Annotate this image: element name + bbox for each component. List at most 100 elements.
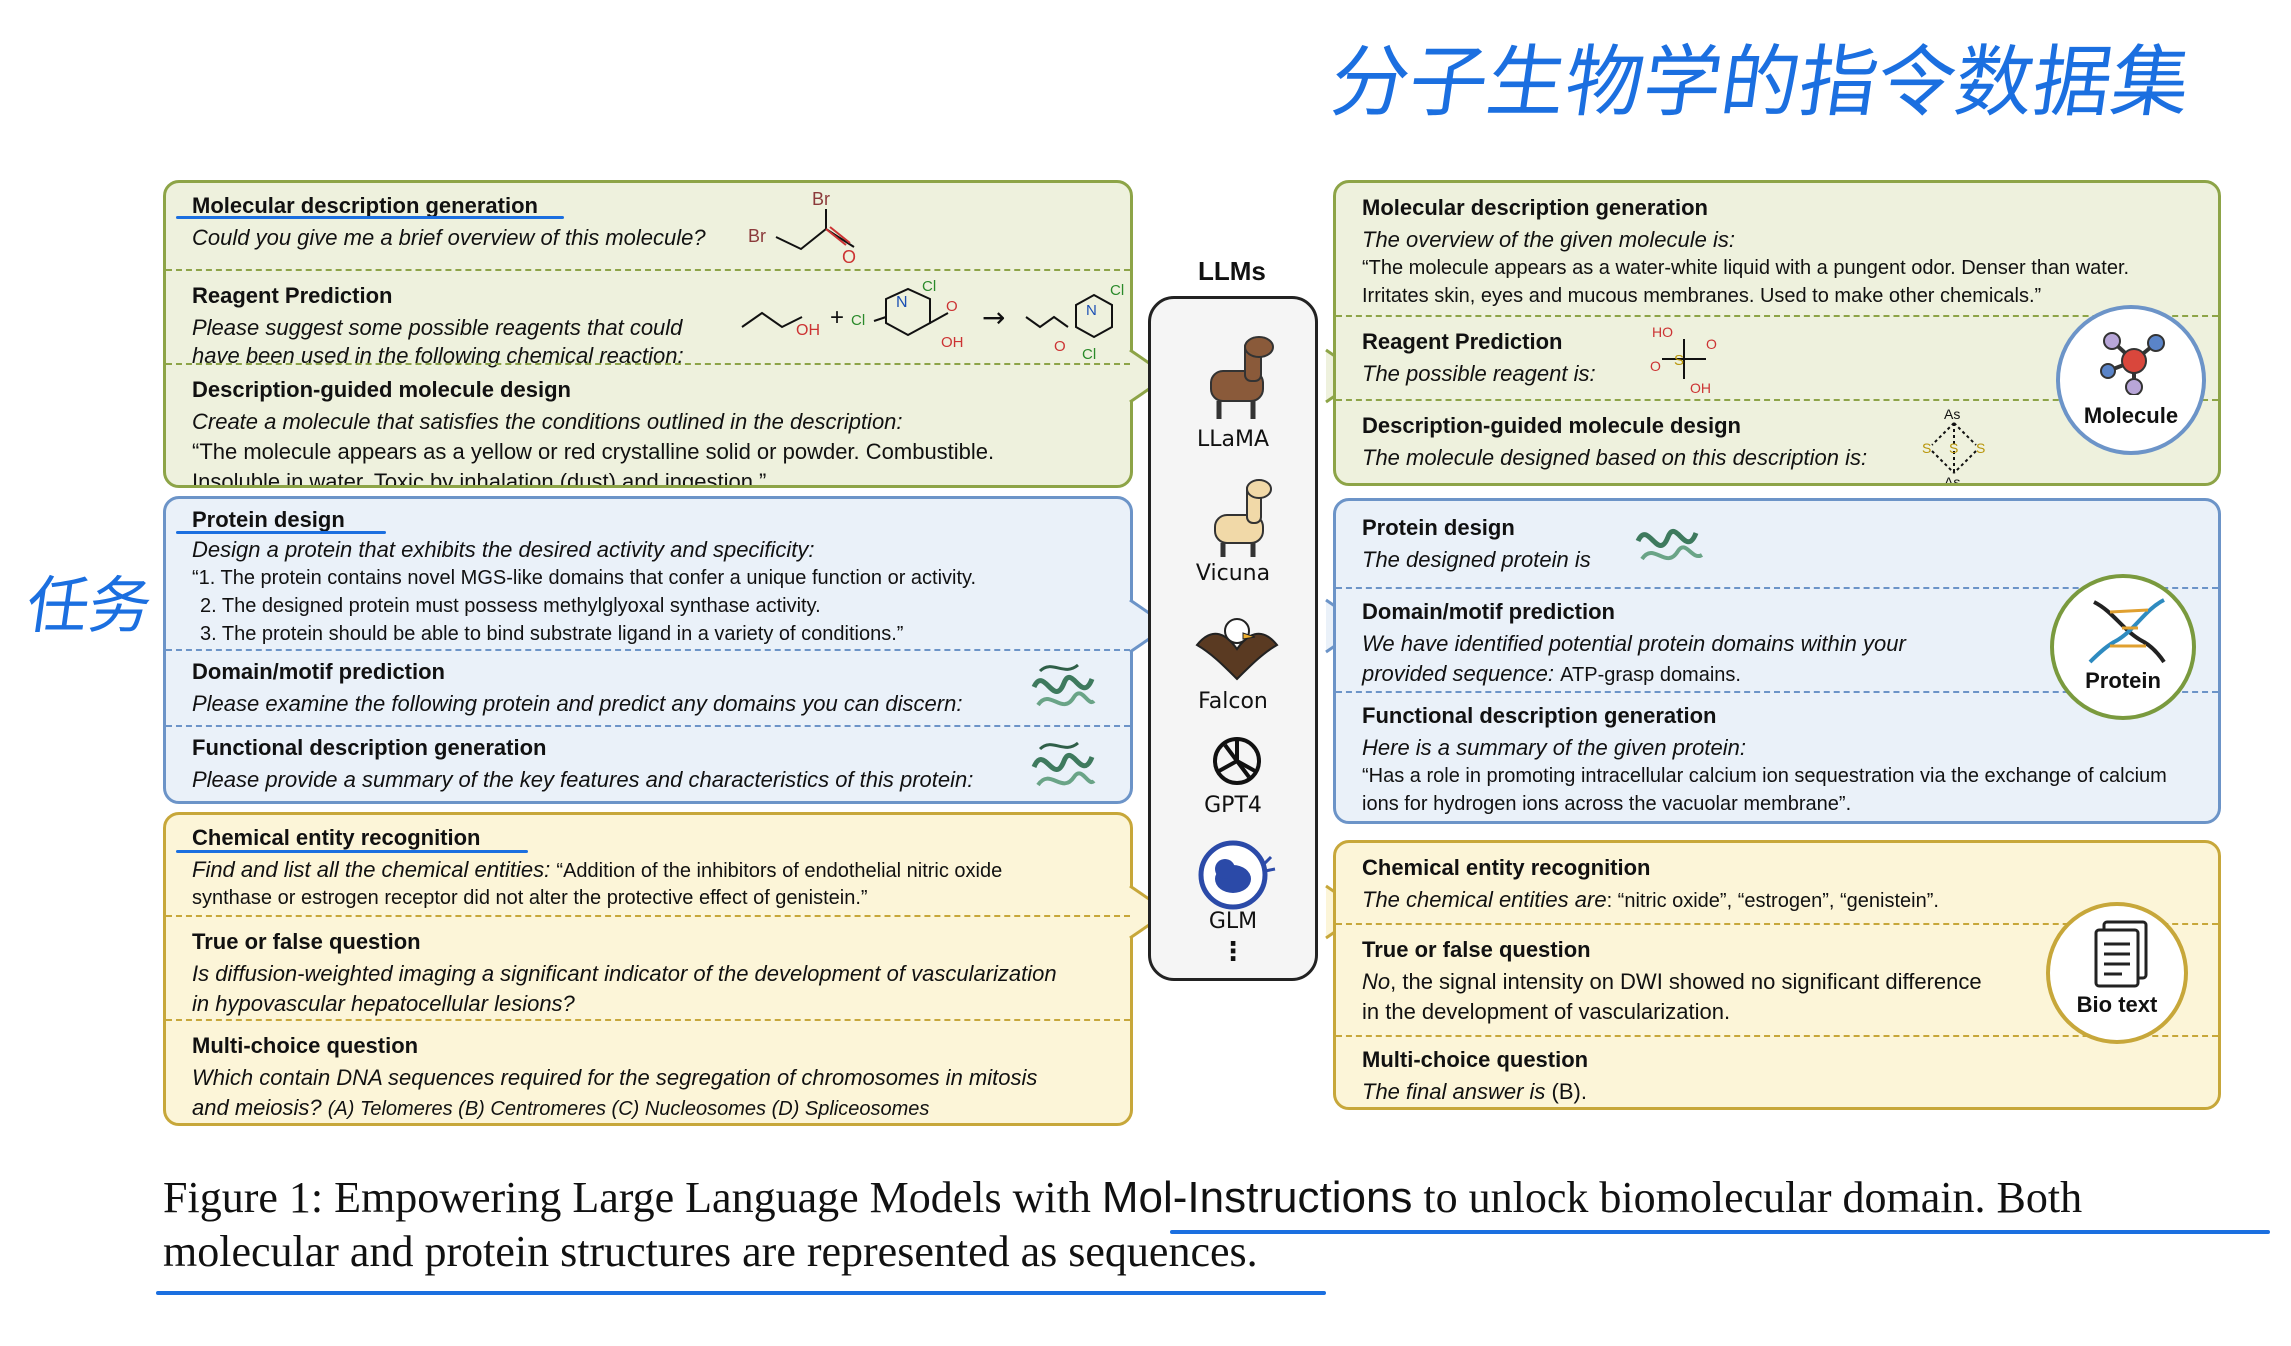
svg-text:Br: Br [748, 226, 766, 246]
figure-caption-line-2: molecular and protein structures are rep… [163, 1227, 1258, 1276]
handwritten-title-annotation: 分子生物学的指令数据集 [1325, 38, 2197, 128]
bromo-ketone-structure: Br Br O [748, 189, 856, 267]
llama-icon [1210, 336, 1274, 419]
molecule-badge-label: Molecule [2083, 403, 2179, 428]
right-prot-domain-text-2: provided sequence: ATP-grasp domains. [1362, 661, 1741, 686]
svg-text:Cl: Cl [922, 278, 936, 295]
llm-vicuna-label: Vicuna [1195, 561, 1271, 586]
svg-text:O: O [842, 247, 856, 267]
left-prot-design-list-1: “1. The protein contains novel MGS-like … [192, 567, 977, 589]
svg-text:O: O [1706, 336, 1717, 352]
svg-text:Cl: Cl [851, 312, 865, 329]
right-prot-domain-title: Domain/motif prediction [1362, 599, 1615, 624]
protein-badge-label: Protein [2085, 668, 2161, 693]
right-prot-func-text: Here is a summary of the given protein: [1362, 735, 1746, 760]
left-mol-design-quote-1: “The molecule appears as a yellow or red… [192, 439, 995, 464]
figure-caption-line-1: Figure 1: Empowering Large Language Mode… [163, 1173, 2083, 1222]
llm-glm-label: GLM [1208, 909, 1258, 934]
left-bio-ner-line-2: synthase or estrogen receptor did not al… [192, 887, 868, 909]
svg-text:As: As [1944, 406, 1960, 422]
biotext-badge-label: Bio text [2076, 992, 2158, 1017]
svg-text:O: O [1054, 338, 1066, 355]
protein-structure-icon [1031, 741, 1096, 787]
molecule-badge: Molecule [2056, 305, 2206, 455]
right-prot-func-title: Functional description generation [1362, 703, 1717, 728]
protein-structure-icon [1635, 528, 1704, 561]
right-mol-desc-gen-text: The overview of the given molecule is: [1362, 227, 1735, 252]
svg-text:HO: HO [1652, 324, 1673, 340]
svg-text:Cl: Cl [1110, 282, 1124, 299]
left-bio-tf-text-1: Is diffusion-weighted imaging a signific… [192, 961, 1057, 986]
right-mol-reagent-text: The possible reagent is: [1362, 361, 1596, 386]
left-prot-domain-text: Please examine the following protein and… [192, 691, 963, 716]
svg-text:S: S [1922, 440, 1931, 456]
llm-more-ellipsis: ⋮ [1220, 937, 1246, 967]
left-mol-desc-gen-title: Molecular description generation [192, 193, 538, 218]
document-icon [2094, 920, 2148, 988]
left-prot-design-list-3: 3. The protein should be able to bind su… [200, 623, 904, 645]
right-prot-design-text: The designed protein is [1362, 547, 1591, 572]
right-bio-mc-text: The final answer is (B). [1362, 1079, 1587, 1104]
right-prot-domain-text-1: We have identified potential protein dom… [1362, 631, 1906, 656]
right-prot-func-quote-1: “Has a role in promoting intracellular c… [1362, 765, 2167, 787]
vicuna-icon [1214, 479, 1272, 557]
right-mol-design-text: The molecule designed based on this desc… [1362, 445, 1868, 470]
right-mol-design-title: Description-guided molecule design [1362, 413, 1741, 438]
right-prot-func-quote-2: ions for hydrogen ions across the vacuol… [1362, 793, 1852, 815]
left-bio-ner-title: Chemical entity recognition [192, 825, 481, 850]
arsenic-sulfide-structure: As As S S S [1922, 406, 1985, 483]
svg-text:S: S [1949, 440, 1958, 456]
svg-text:O: O [946, 298, 958, 315]
right-mol-desc-gen-title: Molecular description generation [1362, 195, 1708, 220]
left-bio-tf-text-2: in hypovascular hepatocellular lesions? [192, 991, 575, 1016]
right-mol-reagent-title: Reagent Prediction [1362, 329, 1563, 354]
right-bio-mc-title: Multi-choice question [1362, 1047, 1589, 1072]
left-prot-design-text: Design a protein that exhibits the desir… [192, 537, 815, 562]
left-molecule-panel: Molecular description generation Could y… [163, 180, 1133, 488]
svg-text:N: N [1086, 302, 1097, 319]
glm-icon [1198, 840, 1276, 910]
llms-title: LLMs [1198, 256, 1266, 286]
left-mol-design-quote-2: Insoluble in water. Toxic by inhalation … [192, 469, 767, 488]
left-mol-reagent-text-1: Please suggest some possible reagents th… [192, 315, 683, 340]
left-bio-ner-line-1: Find and list all the chemical entities:… [192, 857, 1003, 882]
svg-text:Br: Br [812, 189, 830, 209]
llm-column: LLaMA Vicuna Falcon GPT4 GLM ⋮ [1148, 296, 1318, 981]
right-bio-tf-text-2: in the development of vascularization. [1362, 999, 1731, 1024]
svg-text:Cl: Cl [1082, 346, 1096, 363]
svg-text:O: O [1650, 358, 1661, 374]
reaction-scheme: OH + Cl N Cl O OH → O N Cl Cl [741, 278, 1124, 363]
right-bio-ner-text: The chemical entities are: “nitric oxide… [1362, 887, 1939, 912]
dna-helix-icon [2088, 598, 2166, 664]
svg-text:OH: OH [796, 322, 820, 339]
right-mol-desc-gen-quote-2: Irritates skin, eyes and mucous membrane… [1362, 285, 2042, 307]
left-prot-design-list-2: 2. The designed protein must possess met… [200, 595, 821, 617]
svg-text:OH: OH [1690, 380, 1711, 396]
left-mol-desc-gen-text: Could you give me a brief overview of th… [192, 225, 706, 250]
svg-text:N: N [896, 294, 908, 311]
gpt4-icon [1213, 737, 1261, 785]
protein-structure-icon [1031, 663, 1096, 707]
underline-caption-2 [156, 1291, 1326, 1295]
left-prot-func-title: Functional description generation [192, 735, 547, 760]
right-protein-panel: Protein design The designed protein is D… [1333, 498, 2221, 824]
right-bio-tf-text-1: No, the signal intensity on DWI showed n… [1362, 969, 1982, 994]
left-protein-panel: Protein design Design a protein that exh… [163, 496, 1133, 804]
svg-text:+: + [830, 304, 844, 331]
right-bio-ner-title: Chemical entity recognition [1362, 855, 1651, 880]
falcon-icon [1195, 618, 1279, 681]
llm-falcon-label: Falcon [1198, 689, 1268, 714]
sulfuric-acid-structure: S HO O O OH [1650, 324, 1717, 396]
llm-gpt4-label: GPT4 [1204, 793, 1262, 818]
underline-protein-design [176, 531, 386, 534]
left-bio-mc-text-2: and meiosis? (A) Telomeres (B) Centromer… [192, 1095, 930, 1120]
left-mol-design-text: Create a molecule that satisfies the con… [192, 409, 903, 434]
handwritten-tasks-annotation: 任务 [22, 569, 157, 642]
left-bio-mc-text-1: Which contain DNA sequences required for… [192, 1065, 1038, 1090]
left-prot-domain-title: Domain/motif prediction [192, 659, 445, 684]
protein-badge: Protein [2050, 574, 2196, 720]
right-prot-design-title: Protein design [1362, 515, 1515, 540]
biotext-badge: Bio text [2046, 902, 2188, 1044]
molecule-icon [2100, 332, 2165, 395]
underline-caption-1 [1170, 1230, 2270, 1234]
